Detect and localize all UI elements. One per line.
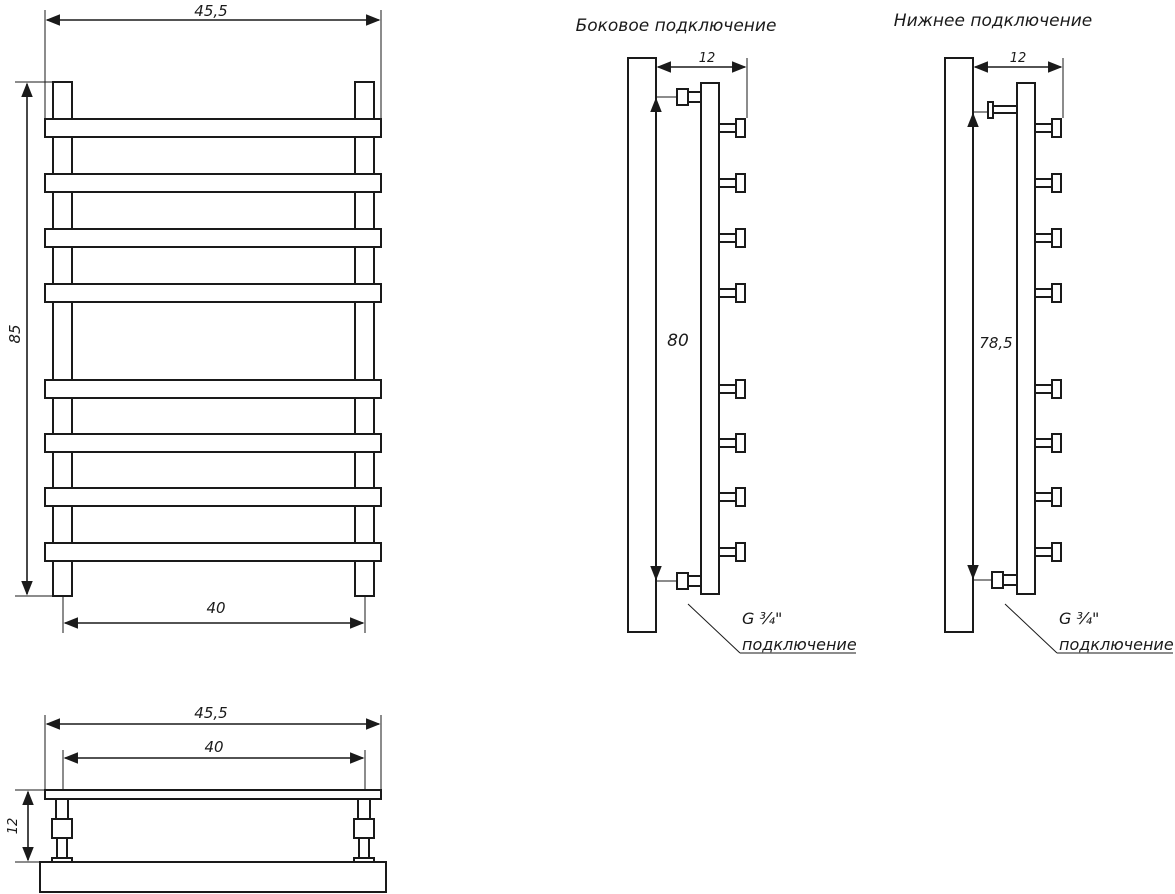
- depth-dimension-label: 12: [699, 51, 716, 66]
- top-rail: [44, 789, 382, 800]
- right-base: [353, 857, 375, 863]
- rung-end-cap: [735, 542, 746, 562]
- rung-end-cap: [735, 433, 746, 453]
- rung: [44, 379, 382, 399]
- rung-stub: [1034, 233, 1053, 243]
- collector: [700, 82, 720, 595]
- left-collector: [52, 81, 73, 597]
- rung-end-cap: [1051, 173, 1062, 193]
- connection-label: подключение: [742, 635, 857, 654]
- rung-stub: [1034, 288, 1053, 298]
- right-bracket: [357, 798, 371, 820]
- rung: [44, 118, 382, 138]
- right-stand: [358, 837, 370, 859]
- bottom-connector-nut: [1002, 574, 1018, 586]
- leader-line: [687, 603, 741, 654]
- connection-label: подключение: [1059, 635, 1174, 654]
- rung-end-cap: [735, 173, 746, 193]
- view-title: Боковое подключение: [576, 16, 777, 36]
- bottom-connector: [991, 571, 1004, 589]
- rung-ends: [718, 118, 746, 562]
- thread-label: G ¾": [742, 609, 782, 628]
- rung-end-cap: [1051, 228, 1062, 248]
- left-base: [51, 857, 73, 863]
- left-stand: [56, 837, 68, 859]
- rung: [44, 228, 382, 248]
- bottom-connection-view: Нижнее подключение 12 78,5 G ¾" подключе…: [894, 11, 1174, 654]
- rung-end-cap: [735, 228, 746, 248]
- rung-end-cap: [735, 118, 746, 138]
- rung-stub: [1034, 438, 1053, 448]
- rung-end-cap: [1051, 118, 1062, 138]
- width-dimension-label: 45,5: [194, 2, 227, 20]
- thread-label: G ¾": [1059, 609, 1099, 628]
- right-collector: [354, 81, 375, 597]
- rung-stub: [718, 492, 737, 502]
- left-fitting: [51, 818, 73, 839]
- rungs: [44, 118, 382, 562]
- left-bracket: [55, 798, 69, 820]
- rung-stub: [718, 438, 737, 448]
- top-connector: [676, 88, 689, 106]
- rung-stub: [718, 123, 737, 133]
- rung-stub: [718, 288, 737, 298]
- rung-stub: [1034, 492, 1053, 502]
- front-view: 45,5 85 40: [6, 2, 382, 633]
- axis-dimension-label: 40: [206, 599, 225, 617]
- rung: [44, 173, 382, 193]
- wall-plate: [39, 861, 387, 893]
- bottom-connector: [676, 572, 689, 590]
- axis-dimension-label: 78,5: [979, 334, 1012, 352]
- rung: [44, 487, 382, 507]
- side-connection-view: Боковое подключение 12 80 G ¾" подключен…: [576, 16, 857, 654]
- leader-line: [1004, 603, 1058, 654]
- rung-end-cap: [1051, 487, 1062, 507]
- height-dimension-label: 85: [6, 324, 24, 343]
- rung-ends: [1034, 118, 1062, 562]
- rung-stub: [1034, 384, 1053, 394]
- depth-dimension-label: 12: [1010, 51, 1027, 66]
- rung-stub: [1034, 178, 1053, 188]
- rung-stub: [1034, 123, 1053, 133]
- rung-stub: [718, 547, 737, 557]
- bottom-connector-nut: [687, 575, 702, 587]
- rung-stub: [718, 178, 737, 188]
- rung-end-cap: [735, 283, 746, 303]
- collector: [1016, 82, 1036, 595]
- rung-end-cap: [735, 487, 746, 507]
- top-connector-nut: [687, 91, 702, 103]
- rung-end-cap: [1051, 379, 1062, 399]
- rung: [44, 283, 382, 303]
- axis-dimension-label: 80: [667, 331, 689, 351]
- rung-stub: [718, 384, 737, 394]
- depth-dimension-label: 12: [6, 818, 21, 835]
- rung-stub: [1034, 547, 1053, 557]
- rung-end-cap: [1051, 542, 1062, 562]
- rung-stub: [718, 233, 737, 243]
- view-title: Нижнее подключение: [894, 11, 1092, 31]
- rung-end-cap: [1051, 433, 1062, 453]
- width-dimension-label: 45,5: [194, 704, 227, 722]
- top-view: 45,5 40 12: [6, 704, 387, 893]
- rung: [44, 542, 382, 562]
- axis-dimension-label: 40: [204, 738, 223, 756]
- right-fitting: [353, 818, 375, 839]
- rung: [44, 433, 382, 453]
- wall-section: [627, 57, 657, 633]
- rung-end-cap: [1051, 283, 1062, 303]
- top-plug: [992, 105, 1018, 114]
- rung-end-cap: [735, 379, 746, 399]
- wall-section: [944, 57, 974, 633]
